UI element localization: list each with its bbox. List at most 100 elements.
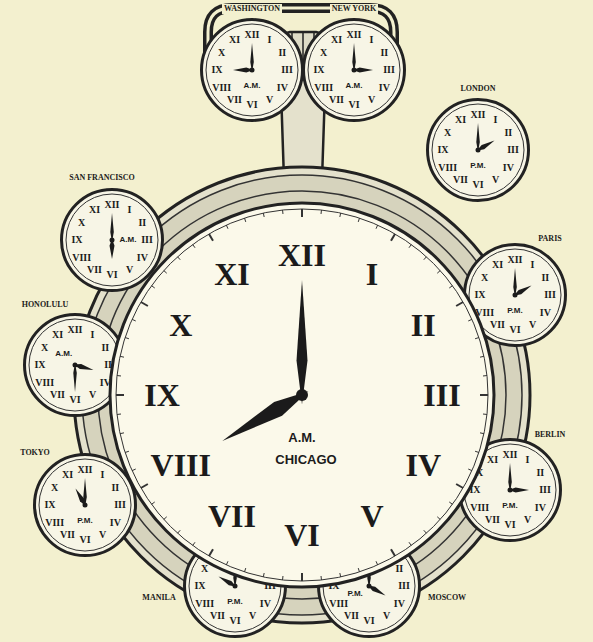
minute-tick xyxy=(437,271,440,274)
dial-numeral: IV xyxy=(260,599,271,609)
dial-numeral: XI xyxy=(455,115,466,125)
dial-inner-ring xyxy=(116,209,488,581)
dial-numeral: XI xyxy=(89,205,100,215)
minute-tick xyxy=(263,573,265,577)
dial-numeral: III xyxy=(507,145,519,155)
minute-tick xyxy=(152,502,155,504)
dial-inner-ring xyxy=(29,319,121,411)
dial-numeral: VII xyxy=(329,95,344,105)
dial-numeral: II xyxy=(138,218,146,228)
dial-inner-ring xyxy=(39,459,131,551)
meridiem-label: P.M. xyxy=(470,162,485,170)
hour-hand xyxy=(233,68,254,73)
minute-tick xyxy=(468,469,472,471)
dial-numeral: VI xyxy=(363,616,374,626)
dial-numeral: VIII xyxy=(212,83,231,93)
minute-hand xyxy=(476,123,480,152)
dial-numeral: I xyxy=(366,258,378,290)
dial-numeral: III xyxy=(141,235,153,245)
dial-numeral: XI xyxy=(62,470,73,480)
dial-numeral: VI xyxy=(509,325,520,335)
minute-tick xyxy=(437,517,440,520)
center-pin xyxy=(296,389,308,401)
dial-numeral: X xyxy=(78,218,85,228)
city-name: SAN FRANCISCO xyxy=(67,173,137,183)
dial-numeral: XII xyxy=(104,200,119,210)
dial-numeral: VIII xyxy=(314,83,333,93)
minute-tick xyxy=(282,576,283,580)
dial-inner-ring xyxy=(66,194,158,286)
dial-numeral: VII xyxy=(87,265,102,275)
dial-numeral: IX xyxy=(144,379,180,411)
minute-tick xyxy=(339,573,341,577)
dial-numeral: IV xyxy=(503,163,514,173)
dial-numeral: II xyxy=(395,564,403,574)
dial-numeral: IV xyxy=(405,449,441,481)
hour-hand xyxy=(353,68,374,73)
center-pin xyxy=(233,584,238,589)
dial-numeral: IX xyxy=(71,235,82,245)
minute-tick xyxy=(409,245,411,248)
dial-numeral: X xyxy=(218,48,225,58)
minute-tick xyxy=(424,530,427,533)
dial-numeral: XI xyxy=(52,330,63,340)
minute-tick xyxy=(409,542,411,545)
center-pin xyxy=(476,148,481,153)
dial-numeral: VI xyxy=(504,520,515,530)
minute-tick xyxy=(226,225,228,229)
hour-hand xyxy=(509,488,530,493)
hour-hand xyxy=(110,239,115,260)
minute-tick xyxy=(263,213,265,217)
dial-numeral: XI xyxy=(492,260,503,270)
minute-tick xyxy=(456,484,463,488)
dial-numeral: IV xyxy=(394,599,405,609)
dial-rim xyxy=(62,190,163,291)
dial-numeral: I xyxy=(526,455,530,465)
minute-tick xyxy=(449,286,452,288)
minute-tick xyxy=(164,271,167,274)
dial-numeral: VII xyxy=(490,320,505,330)
dial-numeral: III xyxy=(114,500,126,510)
city-name: MOSCOW xyxy=(426,593,468,603)
minute-tick xyxy=(226,561,228,565)
dial-numeral: VII xyxy=(227,95,242,105)
dial-numeral: X xyxy=(169,309,192,341)
dial-numeral: II xyxy=(536,468,544,478)
minute-tick xyxy=(391,549,395,556)
dial-numeral: VI xyxy=(229,616,240,626)
minute-hand xyxy=(250,43,254,72)
city-dial: TOKYOP.M.XIIIIIIIIIVVVIVIIVIIIIXXXI xyxy=(33,453,137,557)
city-name: CHICAGO xyxy=(275,453,336,466)
dial-numeral: II xyxy=(504,128,512,138)
dial-numeral: VI xyxy=(348,100,359,110)
dial-rim xyxy=(428,100,529,201)
dial-numeral: XI xyxy=(229,35,240,45)
dial-numeral: I xyxy=(370,35,374,45)
dial-numeral: VIII xyxy=(195,599,214,609)
center-pin xyxy=(83,503,88,508)
dial-numeral: V xyxy=(492,175,499,185)
dial-numeral: II xyxy=(278,48,286,58)
city-name: BERLIN xyxy=(533,430,568,440)
dial-inner-ring xyxy=(206,24,298,116)
minute-tick xyxy=(193,542,195,545)
dial-numeral: V xyxy=(368,95,375,105)
city-name: NEW YORK xyxy=(330,4,379,14)
dial-numeral: V xyxy=(89,390,96,400)
dial-rim xyxy=(304,20,405,121)
dial-numeral: VIII xyxy=(438,163,457,173)
dial-numeral: IX xyxy=(211,65,222,75)
dial-numeral: V xyxy=(126,265,133,275)
dial-numeral: XII xyxy=(470,110,485,120)
dial-numeral: V xyxy=(99,530,106,540)
dial-numeral: I xyxy=(91,330,95,340)
case-band xyxy=(82,175,522,615)
minute-tick xyxy=(132,469,136,471)
dial-numeral: VI xyxy=(69,395,80,405)
minute-tick xyxy=(376,225,378,229)
dial-numeral: IV xyxy=(535,503,546,513)
meridiem-label: P.M. xyxy=(227,598,242,606)
minute-tick xyxy=(245,218,246,222)
minute-tick xyxy=(141,302,148,306)
minute-tick xyxy=(141,484,148,488)
